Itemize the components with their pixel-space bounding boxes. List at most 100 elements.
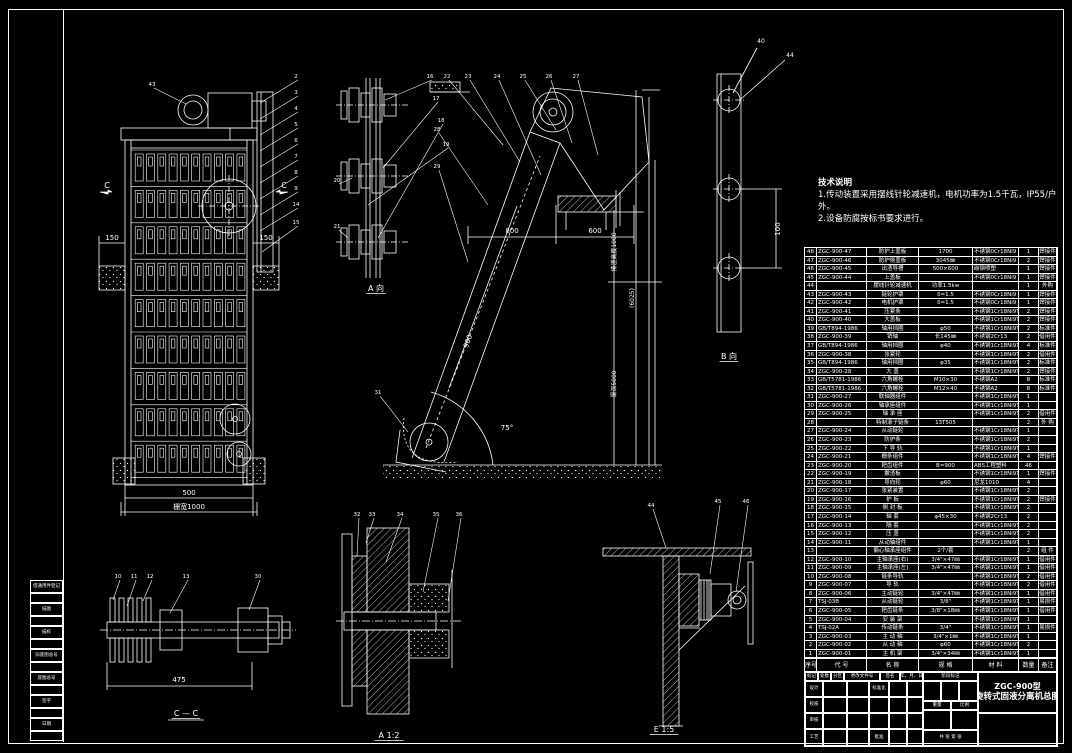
rake-tooth xyxy=(134,372,144,400)
tb-sign-blank xyxy=(889,729,907,746)
callout-leader xyxy=(126,579,137,607)
bom-cell xyxy=(817,282,867,291)
bom-cell: 不锈钢1Cr18Ni9Ti xyxy=(973,495,1019,505)
part-callout: 25 xyxy=(520,74,527,80)
tb-sign-blank xyxy=(869,713,889,729)
rake-tooth-slot xyxy=(238,193,244,203)
bom-cell xyxy=(919,401,973,411)
rake-tooth-slot xyxy=(171,338,176,349)
bom-cell: 8 xyxy=(1019,384,1039,394)
rake-tooth-slot xyxy=(148,265,153,276)
tb-sign-blank xyxy=(907,681,923,697)
bom-cell: 不锈钢1Cr18Ni9Ti xyxy=(973,393,1019,402)
bom-cell: 22 xyxy=(805,470,817,479)
bom-cell: 3 xyxy=(805,632,817,642)
bom-cell: 标准件 xyxy=(1039,324,1057,334)
bom-cell: ZGC-900-41 xyxy=(817,307,867,317)
rake-tooth xyxy=(225,444,234,473)
bom-cell: 不锈钢1Cr18Ni9Ti xyxy=(973,324,1019,334)
bom-cell: 不锈钢1Cr18Ni9Ti xyxy=(973,410,1019,419)
bom-cell: 易损件 xyxy=(1039,598,1057,607)
rake-tooth xyxy=(146,444,155,473)
bom-cell: 从动链轮 xyxy=(867,598,919,607)
bom-cell: 轴用挡圈 xyxy=(867,342,919,351)
notes-line: 1.传动装置采用摆线针轮减速机，电机功率为1.5千瓦，IP55/户 xyxy=(818,190,1057,200)
rake-tooth xyxy=(180,444,189,473)
b-view-anchor-bar xyxy=(713,47,786,333)
bom-cell: 46 xyxy=(1019,461,1039,471)
bom-cell: 不锈钢1Cr18Ni9Ti xyxy=(973,350,1019,360)
rake-tooth xyxy=(157,372,167,400)
rake-tooth xyxy=(146,299,155,327)
bom-cell: 撇渣板 xyxy=(867,470,919,479)
border-field-blank xyxy=(30,685,63,695)
rake-tooth-slot xyxy=(238,302,244,312)
drawing-border xyxy=(8,9,1064,744)
rake-tooth-slot xyxy=(159,156,164,167)
rake-tooth xyxy=(146,372,155,400)
bom-cell: ZGC-900-44 xyxy=(817,273,867,283)
bom-cell: 5 xyxy=(805,615,817,625)
rake-tooth-slot xyxy=(148,229,153,240)
rake-tooth-slot xyxy=(204,229,210,240)
bom-cell: 隔 套 xyxy=(867,521,919,531)
rake-tooth-slot xyxy=(216,338,221,349)
bom-cell xyxy=(919,427,973,437)
bom-cell: 1 xyxy=(1019,589,1039,599)
bom-cell: 2 xyxy=(1019,641,1039,650)
bom-cell: 2 xyxy=(1019,572,1039,582)
bom-cell: GB/T5781-1986 xyxy=(817,384,867,394)
tb-weight-label: 重量 xyxy=(923,701,951,710)
bom-cell: 焊接件 xyxy=(1039,453,1057,462)
bom-cell: δ=1.5 xyxy=(919,290,973,300)
bom-cell: 36 xyxy=(805,350,817,360)
bom-cell: 大 盖 xyxy=(867,367,919,377)
bom-cell: 不锈钢1Cr18Ni9Ti xyxy=(973,649,1019,659)
rake-tooth-slot xyxy=(148,302,153,312)
bom-cell: 联轴器组件 xyxy=(867,393,919,402)
bom-cell: 借用件 xyxy=(1039,606,1057,616)
bom-cell: 导 轨 xyxy=(867,581,919,590)
bom-cell: 张紧装置 xyxy=(867,487,919,496)
rake-tooth-slot xyxy=(227,302,232,312)
bom-cell xyxy=(919,307,973,317)
rake-tooth-slot xyxy=(171,265,176,276)
bom-cell: 1 xyxy=(1019,615,1039,625)
rake-tooth xyxy=(191,408,200,437)
rake-tooth xyxy=(202,408,212,437)
rake-tooth-slot xyxy=(137,302,142,312)
dimension-text: 500 xyxy=(182,489,195,497)
bom-cell: 3/8" xyxy=(919,598,973,607)
bom-cell: 1 xyxy=(1019,248,1039,257)
bom-cell: 导向轮 xyxy=(867,478,919,488)
bom-cell: 33 xyxy=(805,376,817,385)
front-view xyxy=(98,91,289,516)
bom-cell: 标准件 xyxy=(1039,376,1057,385)
border-field-blank xyxy=(30,662,63,672)
rake-tooth-slot xyxy=(137,411,142,422)
bom-cell: ZGC-900-03 xyxy=(817,632,867,642)
rake-tooth-slot xyxy=(204,302,210,312)
bom-cell: 主 动 轴 xyxy=(867,632,919,642)
bom-cell: 4 xyxy=(1019,478,1039,488)
rake-tooth xyxy=(180,408,189,437)
tb-sign-blank xyxy=(889,697,907,713)
part-callout: 27 xyxy=(573,74,580,80)
rake-tooth xyxy=(214,372,223,400)
bom-cell: 1 xyxy=(1019,632,1039,642)
bom-cell: ZGC-900-07 xyxy=(817,581,867,590)
bom-cell xyxy=(1039,461,1057,471)
part-callout: 34 xyxy=(397,512,404,518)
callout-leader xyxy=(550,79,573,144)
rake-tooth xyxy=(225,153,234,182)
rake-tooth xyxy=(157,153,167,182)
bom-cell: 标准件 xyxy=(1039,384,1057,394)
bom-cell: 3045㎜ xyxy=(919,256,973,266)
bom-cell: ZGC-900-19 xyxy=(817,470,867,479)
bom-cell: 不锈钢1Cr18Ni9Ti xyxy=(973,453,1019,462)
bom-cell: 标准件 xyxy=(1039,342,1057,351)
bom-cell: 3/4"×1㎜ xyxy=(919,632,973,642)
rake-tooth xyxy=(236,190,246,218)
rake-tooth xyxy=(191,372,200,400)
bom-cell: 特制滚子链条 xyxy=(867,418,919,428)
